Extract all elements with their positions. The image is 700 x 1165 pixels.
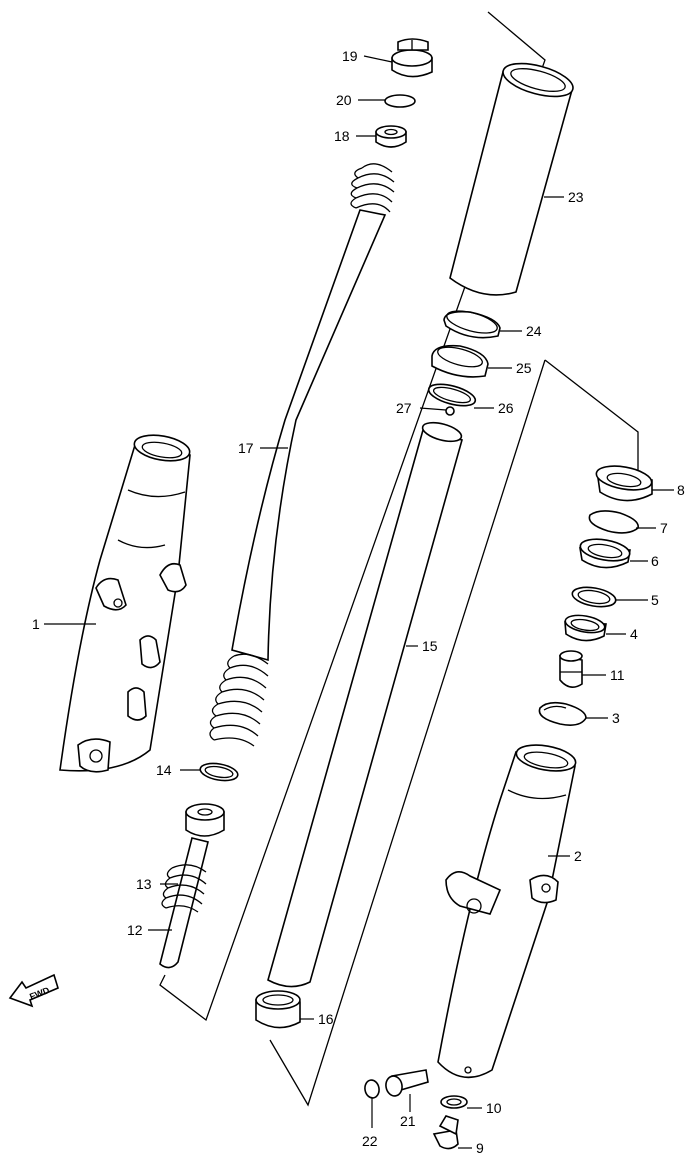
small-ball bbox=[445, 406, 455, 416]
callout-labels: 1 2 3 4 5 6 7 8 9 10 11 12 13 14 15 16 1… bbox=[32, 48, 685, 1156]
tube-cover bbox=[449, 62, 574, 296]
callout-22: 22 bbox=[362, 1133, 378, 1149]
callout-15: 15 bbox=[422, 638, 438, 654]
callout-23: 23 bbox=[568, 189, 584, 205]
o-ring bbox=[384, 94, 416, 108]
callout-20: 20 bbox=[336, 92, 352, 108]
callout-27: 27 bbox=[396, 400, 412, 416]
callout-8: 8 bbox=[677, 482, 685, 498]
oil-lock-piece bbox=[559, 650, 583, 688]
callout-4: 4 bbox=[630, 626, 638, 642]
guide-bushing bbox=[564, 614, 607, 642]
callout-7: 7 bbox=[660, 520, 668, 536]
callout-11: 11 bbox=[610, 667, 625, 683]
callout-1: 1 bbox=[32, 616, 40, 632]
callout-10: 10 bbox=[486, 1100, 502, 1116]
forward-arrow-icon: FWD bbox=[8, 973, 59, 1008]
inner-tube bbox=[267, 421, 463, 988]
oil-seal-washer bbox=[571, 586, 617, 608]
callout-3: 3 bbox=[612, 710, 620, 726]
spacer bbox=[375, 125, 407, 148]
callout-24: 24 bbox=[526, 323, 542, 339]
callout-25: 25 bbox=[516, 360, 532, 376]
group-outline-lower bbox=[269, 359, 639, 1107]
stopper-ring bbox=[588, 510, 639, 534]
circlip bbox=[427, 383, 477, 407]
seal-ring bbox=[431, 344, 489, 378]
callout-5: 5 bbox=[651, 592, 659, 608]
callout-21: 21 bbox=[400, 1113, 416, 1129]
callout-19: 19 bbox=[342, 48, 358, 64]
dust-seal bbox=[595, 465, 653, 502]
callout-16: 16 bbox=[318, 1011, 334, 1027]
slide-bushing bbox=[255, 990, 301, 1029]
drain-gasket bbox=[364, 1079, 380, 1099]
drain-bolt bbox=[385, 1069, 429, 1097]
callout-18: 18 bbox=[334, 128, 350, 144]
fork-spring bbox=[209, 163, 395, 747]
callout-14: 14 bbox=[156, 762, 172, 778]
callout-2: 2 bbox=[574, 848, 582, 864]
snap-ring bbox=[538, 701, 587, 726]
bolt-washer bbox=[440, 1095, 468, 1109]
callout-12: 12 bbox=[127, 922, 143, 938]
outer-tube-left bbox=[59, 434, 191, 773]
leader-lines bbox=[44, 55, 674, 1149]
outer-tube-right bbox=[437, 744, 577, 1079]
damper-rod-bolt bbox=[432, 1115, 459, 1150]
callout-13: 13 bbox=[136, 876, 152, 892]
dust-seal-ring bbox=[443, 310, 501, 339]
callout-6: 6 bbox=[651, 553, 659, 569]
callout-17: 17 bbox=[238, 440, 254, 456]
group-outline-upper bbox=[159, 11, 546, 1022]
callout-9: 9 bbox=[476, 1140, 484, 1156]
fork-cap-bolt bbox=[391, 38, 433, 78]
damper-rod bbox=[159, 803, 225, 969]
callout-26: 26 bbox=[498, 400, 514, 416]
oil-seal bbox=[579, 538, 631, 569]
washer bbox=[199, 762, 239, 782]
